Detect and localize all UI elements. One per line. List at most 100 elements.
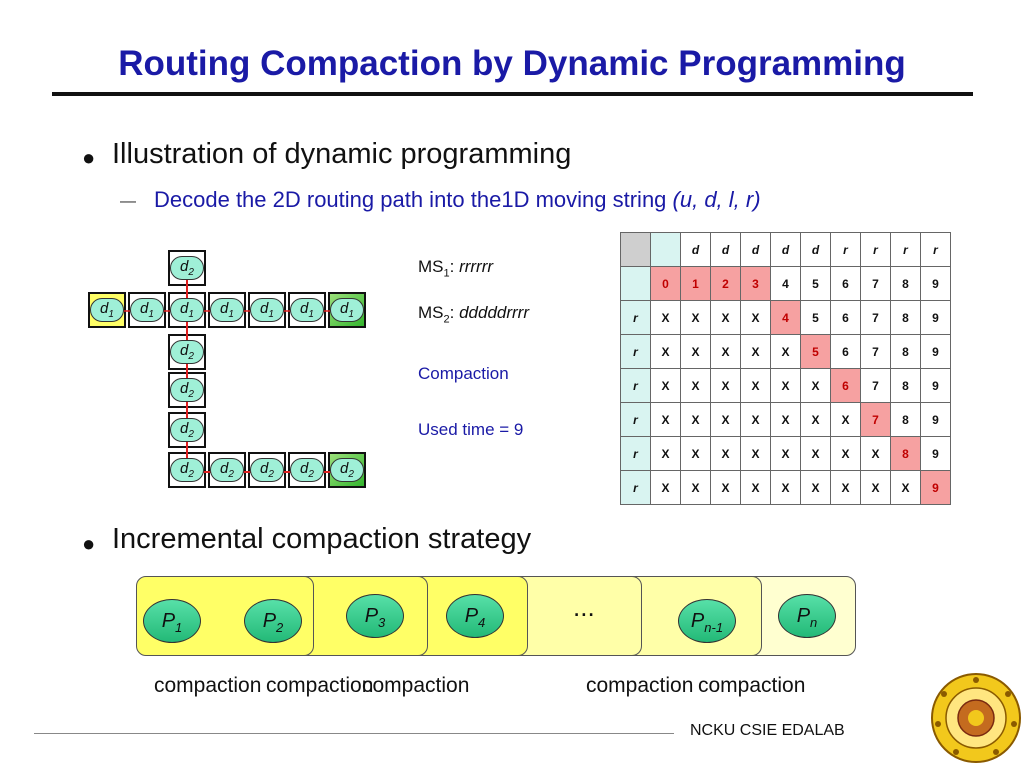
node-sub: 1 bbox=[268, 309, 274, 320]
path-node-d2: d2 bbox=[290, 458, 324, 482]
path-node-d2: d2 bbox=[170, 256, 204, 280]
dp-cell: 8 bbox=[890, 334, 921, 369]
dp-cell: X bbox=[800, 470, 831, 505]
node-letter: d bbox=[180, 460, 189, 477]
ms2-line: MS2: dddddrrrr bbox=[418, 303, 529, 326]
dp-cell: 6 bbox=[830, 334, 861, 369]
dp-cell: 8 bbox=[890, 436, 921, 471]
node-letter: d bbox=[180, 300, 189, 317]
node-letter: d bbox=[300, 460, 309, 477]
sub-bullet-italic: (u, d, l, r) bbox=[672, 187, 761, 212]
dp-cell: X bbox=[710, 436, 741, 471]
dp-cell: 9 bbox=[920, 368, 951, 403]
partition-sub: 4 bbox=[478, 615, 486, 630]
dp-cell: 0 bbox=[650, 266, 681, 301]
ms2-label: MS bbox=[418, 303, 444, 322]
dp-cell: 9 bbox=[920, 334, 951, 369]
title-underline bbox=[52, 92, 973, 96]
dp-cell: X bbox=[680, 470, 711, 505]
partition-letter: P bbox=[690, 610, 705, 632]
partition-node: Pn-1 bbox=[678, 599, 736, 643]
dp-cell: X bbox=[770, 334, 801, 369]
node-sub: 2 bbox=[348, 469, 354, 480]
dp-cell: X bbox=[860, 470, 891, 505]
path-node-d2: d2 bbox=[170, 458, 204, 482]
dp-row-label: r bbox=[620, 402, 651, 437]
compaction-label: compaction bbox=[154, 674, 262, 697]
dp-cell: X bbox=[680, 300, 711, 335]
dp-cell: 6 bbox=[830, 368, 861, 403]
dp-row-label: r bbox=[620, 368, 651, 403]
dp-cell: X bbox=[710, 334, 741, 369]
path-node-d2: d2 bbox=[170, 378, 204, 402]
node-sub: 2 bbox=[188, 469, 194, 480]
dp-cell: 7 bbox=[860, 334, 891, 369]
dp-header-cell: d bbox=[740, 232, 771, 267]
dp-cell: 2 bbox=[710, 266, 741, 301]
dp-cell: 8 bbox=[890, 402, 921, 437]
dp-header-cell: r bbox=[920, 232, 951, 267]
path-node-d1: d1 bbox=[330, 298, 364, 322]
node-letter: d bbox=[340, 300, 349, 317]
dp-cell: 7 bbox=[860, 300, 891, 335]
path-node-d1: d1 bbox=[290, 298, 324, 322]
compaction-label: compaction bbox=[266, 674, 374, 697]
dp-cell: X bbox=[740, 470, 771, 505]
dp-cell: X bbox=[710, 402, 741, 437]
path-node-d2: d2 bbox=[170, 418, 204, 442]
path-node-d2: d2 bbox=[210, 458, 244, 482]
dp-cell: X bbox=[710, 470, 741, 505]
dp-cell: X bbox=[830, 470, 861, 505]
node-sub: 2 bbox=[228, 469, 234, 480]
dp-cell: X bbox=[830, 436, 861, 471]
dp-cell: 5 bbox=[800, 334, 831, 369]
node-sub: 1 bbox=[228, 309, 234, 320]
node-letter: d bbox=[300, 300, 309, 317]
dp-cell: 6 bbox=[830, 266, 861, 301]
dp-cell: X bbox=[860, 436, 891, 471]
ms1-value: rrrrrr bbox=[459, 257, 494, 276]
dp-cell: 9 bbox=[920, 402, 951, 437]
node-sub: 2 bbox=[188, 389, 194, 400]
dp-cell: 4 bbox=[770, 300, 801, 335]
sub-bullet-decode: Decode the 2D routing path into the1D mo… bbox=[154, 187, 761, 213]
partition-ellipsis: ... bbox=[573, 592, 595, 622]
slide-title: Routing Compaction by Dynamic Programmin… bbox=[118, 44, 906, 83]
dp-header-cell: r bbox=[890, 232, 921, 267]
footer-rule bbox=[34, 733, 674, 734]
path-node-d1: d1 bbox=[130, 298, 164, 322]
used-time-note: Used time = 9 bbox=[418, 420, 524, 439]
partition-node: P4 bbox=[446, 594, 504, 638]
node-letter: d bbox=[100, 300, 109, 317]
route-line bbox=[186, 258, 350, 473]
dp-row-label bbox=[620, 266, 651, 301]
university-seal-logo bbox=[931, 673, 1021, 763]
compaction-label: compaction bbox=[586, 674, 694, 697]
dp-cell: X bbox=[740, 300, 771, 335]
node-letter: d bbox=[180, 380, 189, 397]
dp-header-cell: d bbox=[680, 232, 711, 267]
node-sub: 2 bbox=[308, 469, 314, 480]
ms2-value: dddddrrrr bbox=[459, 303, 529, 322]
ms1-label: MS bbox=[418, 257, 444, 276]
dp-cell: X bbox=[650, 470, 681, 505]
dp-cell: X bbox=[680, 436, 711, 471]
node-sub: 1 bbox=[108, 309, 114, 320]
dp-header-cell: d bbox=[770, 232, 801, 267]
sub-bullet-text: Decode the 2D routing path into the1D mo… bbox=[154, 187, 673, 212]
dp-cell: X bbox=[770, 402, 801, 437]
node-letter: d bbox=[260, 300, 269, 317]
node-sub: 1 bbox=[308, 309, 314, 320]
dp-cell: 9 bbox=[920, 300, 951, 335]
path-node-d2: d2 bbox=[170, 340, 204, 364]
partition-sub: 2 bbox=[276, 620, 284, 635]
dp-cell: X bbox=[770, 368, 801, 403]
node-sub: 2 bbox=[188, 429, 194, 440]
ms2-sub: 2 bbox=[443, 313, 450, 326]
